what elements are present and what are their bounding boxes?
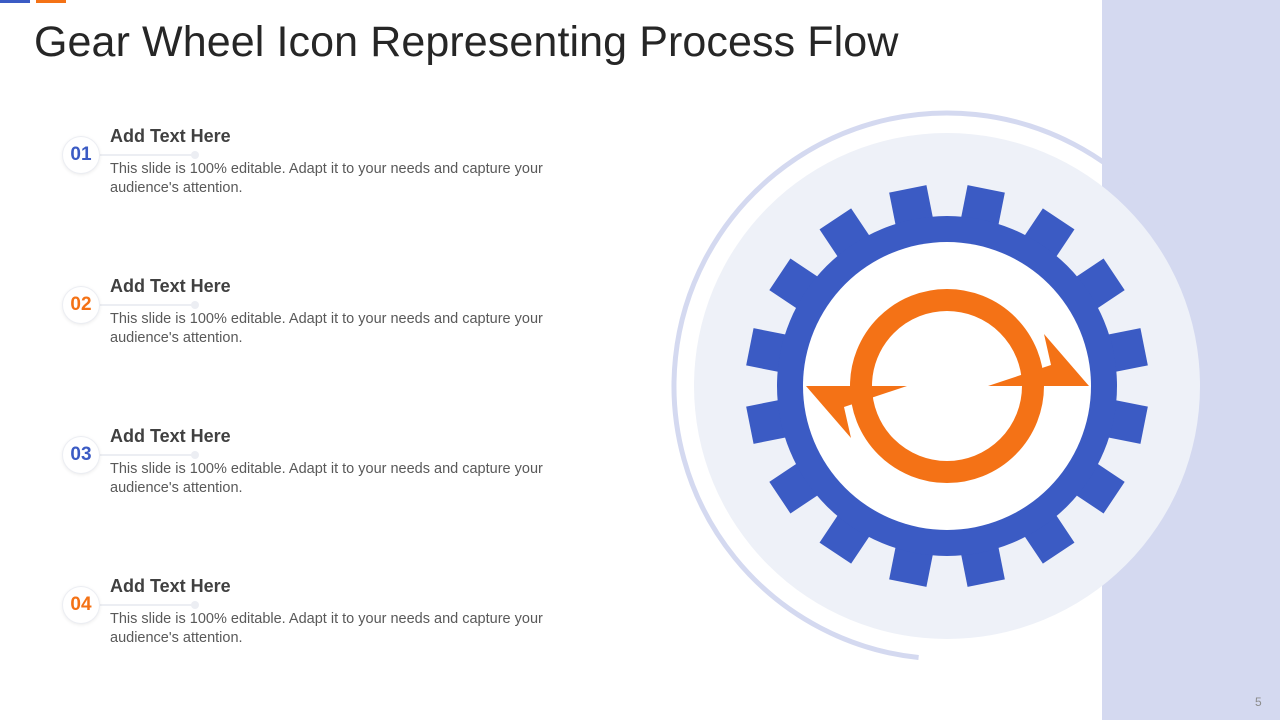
connector-dot	[191, 301, 199, 309]
item-title: Add Text Here	[110, 426, 231, 446]
item-description: This slide is 100% editable. Adapt it to…	[110, 611, 543, 646]
connector-dot	[191, 151, 199, 159]
item-description: This slide is 100% editable. Adapt it to…	[110, 311, 543, 346]
outer-ring	[671, 110, 1223, 662]
refresh-arrows-icon	[806, 289, 1089, 483]
accent-bar-orange	[36, 0, 66, 3]
connector-dot	[191, 601, 199, 609]
connector-line	[99, 304, 193, 306]
list-item: 02 Add Text Here This slide is 100% edit…	[0, 270, 640, 370]
item-title: Add Text Here	[110, 126, 231, 146]
list-item: 04 Add Text Here This slide is 100% edit…	[0, 570, 640, 670]
connector-line	[99, 154, 193, 156]
gear-icon	[746, 185, 1148, 587]
item-description: This slide is 100% editable. Adapt it to…	[110, 461, 543, 496]
list-item: 01 Add Text Here This slide is 100% edit…	[0, 120, 640, 220]
page-number: 5	[1255, 695, 1262, 709]
page-title: Gear Wheel Icon Representing Process Flo…	[34, 18, 899, 66]
list-item: 03 Add Text Here This slide is 100% edit…	[0, 420, 640, 520]
item-number-badge: 04	[63, 587, 99, 623]
accent-bar-blue	[0, 0, 30, 3]
connector-line	[99, 604, 193, 606]
item-title: Add Text Here	[110, 576, 231, 596]
item-number-badge: 03	[63, 437, 99, 473]
item-description: This slide is 100% editable. Adapt it to…	[110, 161, 543, 196]
item-title: Add Text Here	[110, 276, 231, 296]
connector-dot	[191, 451, 199, 459]
connector-line	[99, 454, 193, 456]
item-number-badge: 01	[63, 137, 99, 173]
item-number-badge: 02	[63, 287, 99, 323]
